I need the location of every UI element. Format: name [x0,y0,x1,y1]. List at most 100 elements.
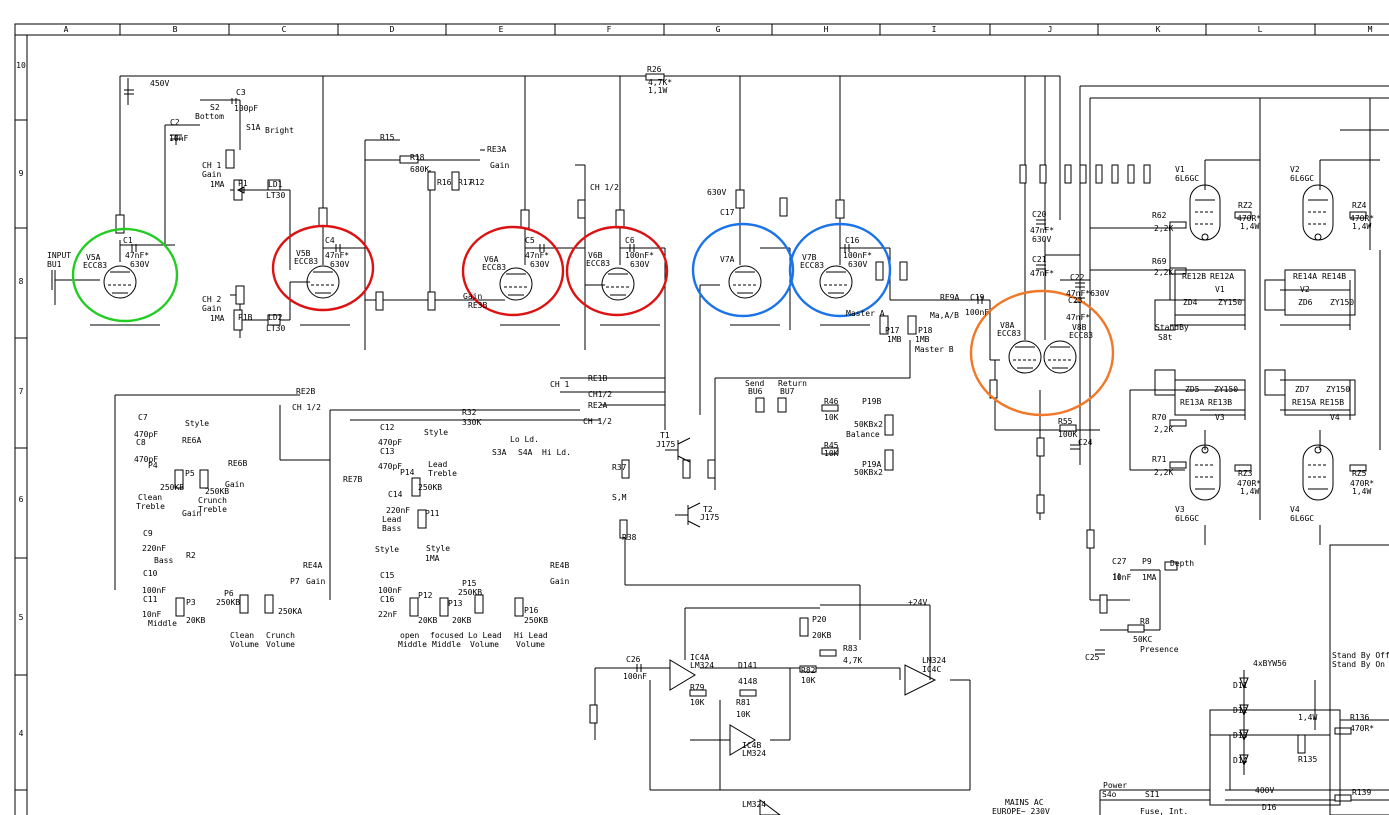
power-tube-v2 [1302,184,1334,241]
label-re13b: RE13B [1208,398,1232,407]
label-r2: R2 [186,551,196,560]
label-zd7: ZD7 [1295,385,1310,394]
label-r37: R37 [612,463,627,472]
label-c12-val: 470pF [378,438,402,447]
label-r12: R12 [470,178,485,187]
power-tube-v4 [1302,444,1334,501]
label-send-bu: BU6 [748,387,763,396]
label-v5a-type: ECC83 [83,261,107,270]
label-clean-treble2: Treble [136,502,165,511]
label-focus-mid2: Middle [432,640,461,649]
label-re1b: RE1B [588,374,607,383]
tube-v6b [601,267,635,301]
label-p3-val: 20KB [186,616,205,625]
label-c16-val: 100nF* [843,251,872,260]
label-europe: EUROPE~ 230V [992,807,1050,815]
highlight-phase-inverter [969,289,1115,417]
label-c14: C14 [388,490,403,499]
label-re2a: RE2A [588,401,607,410]
label-c20-val: 47nF* [1030,226,1054,235]
label-v5a: V5A [86,253,101,262]
label-ch12: CH 1/2 [590,183,619,192]
label-c10-val: 100nF [142,586,166,595]
label-c2: C2 [170,118,180,127]
label-send: Send [745,379,764,388]
row-label: 6 [19,495,24,504]
label-r45: R45 [824,441,839,450]
label-c20: C20 [1032,210,1047,219]
label-plus24: +24V [908,598,927,607]
label-r71-val: 2,2K [1154,468,1173,477]
label-r70: R70 [1152,413,1167,422]
label-standby-on: Stand By On [1332,660,1385,669]
label-v7b-type: ECC83 [800,261,824,270]
vacuum-tubes [103,184,1334,501]
label-r71: R71 [1152,455,1167,464]
column-label: M [1368,25,1373,34]
label-v5b: V5B [296,249,311,258]
label-c5-v: 630V [530,260,549,269]
label-s8: S8t [1158,333,1173,342]
label-p16-val: 250KB [524,616,548,625]
label-rz5: RZ5 [1352,469,1367,478]
label-c21: C21 [1032,255,1047,264]
label-gain-tone2: Gain [182,509,201,518]
label-re6a: RE6A [182,436,201,445]
label-v6a-type: ECC83 [482,263,506,272]
label-c4-val: 47nF* [325,251,349,260]
label-c13-val: 470pF [378,462,402,471]
label-re4a: RE4A [303,561,322,570]
label-rz3-val: 470R* [1237,479,1261,488]
label-c9: C9 [143,529,153,538]
label-v2-box: V2 [1300,285,1310,294]
label-lead-bass: Lead [382,515,401,524]
label-sm: S,M [612,493,627,502]
label-c23-val: 47nF* [1066,313,1090,322]
label-d14: D14 [1233,756,1248,765]
column-label: I [932,25,937,34]
label-re3a: RE3A [487,145,506,154]
label-lolead: Lo Ld. [510,435,539,444]
label-r55-val: 100K [1058,430,1077,439]
label-r55: R55 [1058,417,1073,426]
column-label: C [282,25,287,34]
row-label: 4 [19,729,24,738]
label-v3-type: 6L6GC [1175,514,1199,523]
label-c23: C23 [1068,296,1083,305]
label-c15-val: 100nF [378,586,402,595]
label-c3: C3 [236,88,246,97]
label-crunch-treble2: Treble [198,505,227,514]
label-ch2: CH 2 [202,295,221,304]
label-p12: P12 [418,591,433,600]
label-ch1-b: CH 1 [550,380,569,389]
label-style-1: Style [185,419,209,428]
label-c3-val: 100pF [234,104,258,113]
label-clean-treble: Clean [138,493,162,502]
label-t1b: J175 [656,440,675,449]
label-v4-box: V4 [1330,413,1340,422]
label-r135: R135 [1298,755,1317,764]
label-v1-type: 6L6GC [1175,174,1199,183]
label-re14a: RE14A [1293,272,1317,281]
jfet-switches [665,437,701,528]
label-lead-treble: Lead [428,460,447,469]
label-p19b: P19B [862,397,881,406]
circuit-wiring [51,75,1389,815]
label-c22: C22 [1070,273,1085,282]
passive-components [115,73,1367,802]
column-markers: A B C D E F G H I J K L M [64,24,1373,35]
highlight-v6a-stage [461,225,565,317]
label-p4-val: 250KB [160,483,184,492]
row-label: 10 [16,61,26,70]
label-c6-v: 630V [630,260,649,269]
label-rz4-w: 1,4W [1352,222,1371,231]
label-rz5-val: 470R* [1350,479,1374,488]
label-c27-val: 10nF [1112,573,1131,582]
label-v8a-type: ECC83 [997,329,1021,338]
label-r62: R62 [1152,211,1167,220]
label-si1: SI1 [1145,790,1160,799]
label-p16: P16 [524,606,539,615]
stage-highlights [71,222,1115,417]
label-r83: R83 [843,644,858,653]
